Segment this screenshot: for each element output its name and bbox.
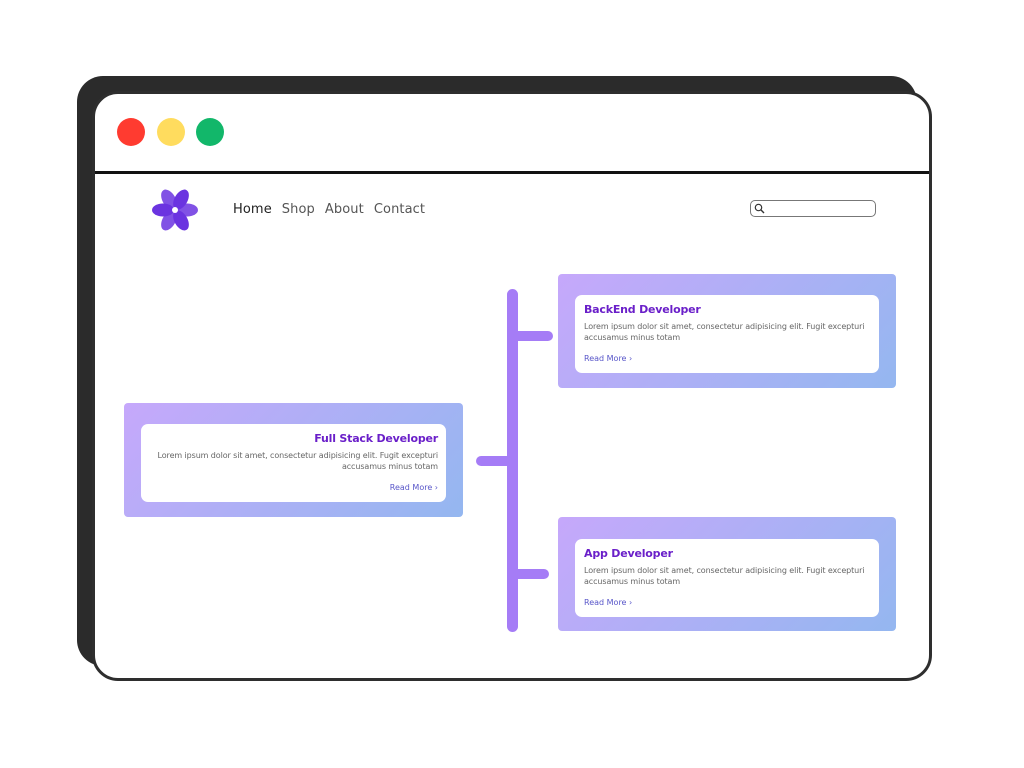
timeline-spine <box>507 289 518 632</box>
nav-shop-link[interactable]: Shop <box>281 202 315 217</box>
backend-card-body: BackEnd Developer Lorem ipsum dolor sit … <box>575 295 879 373</box>
timeline-branch-top-right <box>513 331 553 341</box>
maximize-window-button[interactable] <box>196 118 224 146</box>
fullstack-card-body: Full Stack Developer Lorem ipsum dolor s… <box>141 424 446 502</box>
backend-card-text: Lorem ipsum dolor sit amet, consectetur … <box>584 322 865 342</box>
flower-logo-svg <box>152 189 198 231</box>
flower-logo-icon[interactable] <box>147 185 203 235</box>
main-nav: Home Shop About Contact <box>233 202 425 217</box>
logo-petal <box>173 210 189 231</box>
nav-about-link[interactable]: About <box>324 202 364 217</box>
minimize-window-button[interactable] <box>157 118 185 146</box>
search-input[interactable] <box>767 201 871 216</box>
timeline-branch-bottom-right <box>513 569 549 579</box>
window-titlebar <box>95 94 929 174</box>
search-icon <box>754 203 765 214</box>
app-card-title: App Developer <box>584 547 673 560</box>
logo-petal <box>161 189 177 210</box>
backend-read-more-link[interactable]: Read More › <box>584 354 633 363</box>
browser-window: Home Shop About Contact Full Stack Devel… <box>92 91 932 681</box>
fullstack-card: Full Stack Developer Lorem ipsum dolor s… <box>124 403 463 517</box>
fullstack-card-text: Lorem ipsum dolor sit amet, consectetur … <box>157 451 439 471</box>
nav-home-link[interactable]: Home <box>233 202 272 217</box>
logo-center <box>172 207 178 213</box>
nav-contact-link[interactable]: Contact <box>373 202 426 217</box>
app-card-body: App Developer Lorem ipsum dolor sit amet… <box>575 539 879 617</box>
fullstack-read-more-link[interactable]: Read More › <box>389 483 438 492</box>
timeline-branch-left <box>476 456 512 466</box>
backend-card-title: BackEnd Developer <box>584 303 701 316</box>
search-box[interactable] <box>750 200 876 217</box>
close-window-button[interactable] <box>117 118 145 146</box>
app-read-more-link[interactable]: Read More › <box>584 598 633 607</box>
app-card-text: Lorem ipsum dolor sit amet, consectetur … <box>584 566 865 586</box>
app-card: App Developer Lorem ipsum dolor sit amet… <box>558 517 896 631</box>
fullstack-card-title: Full Stack Developer <box>314 432 438 445</box>
backend-card: BackEnd Developer Lorem ipsum dolor sit … <box>558 274 896 388</box>
